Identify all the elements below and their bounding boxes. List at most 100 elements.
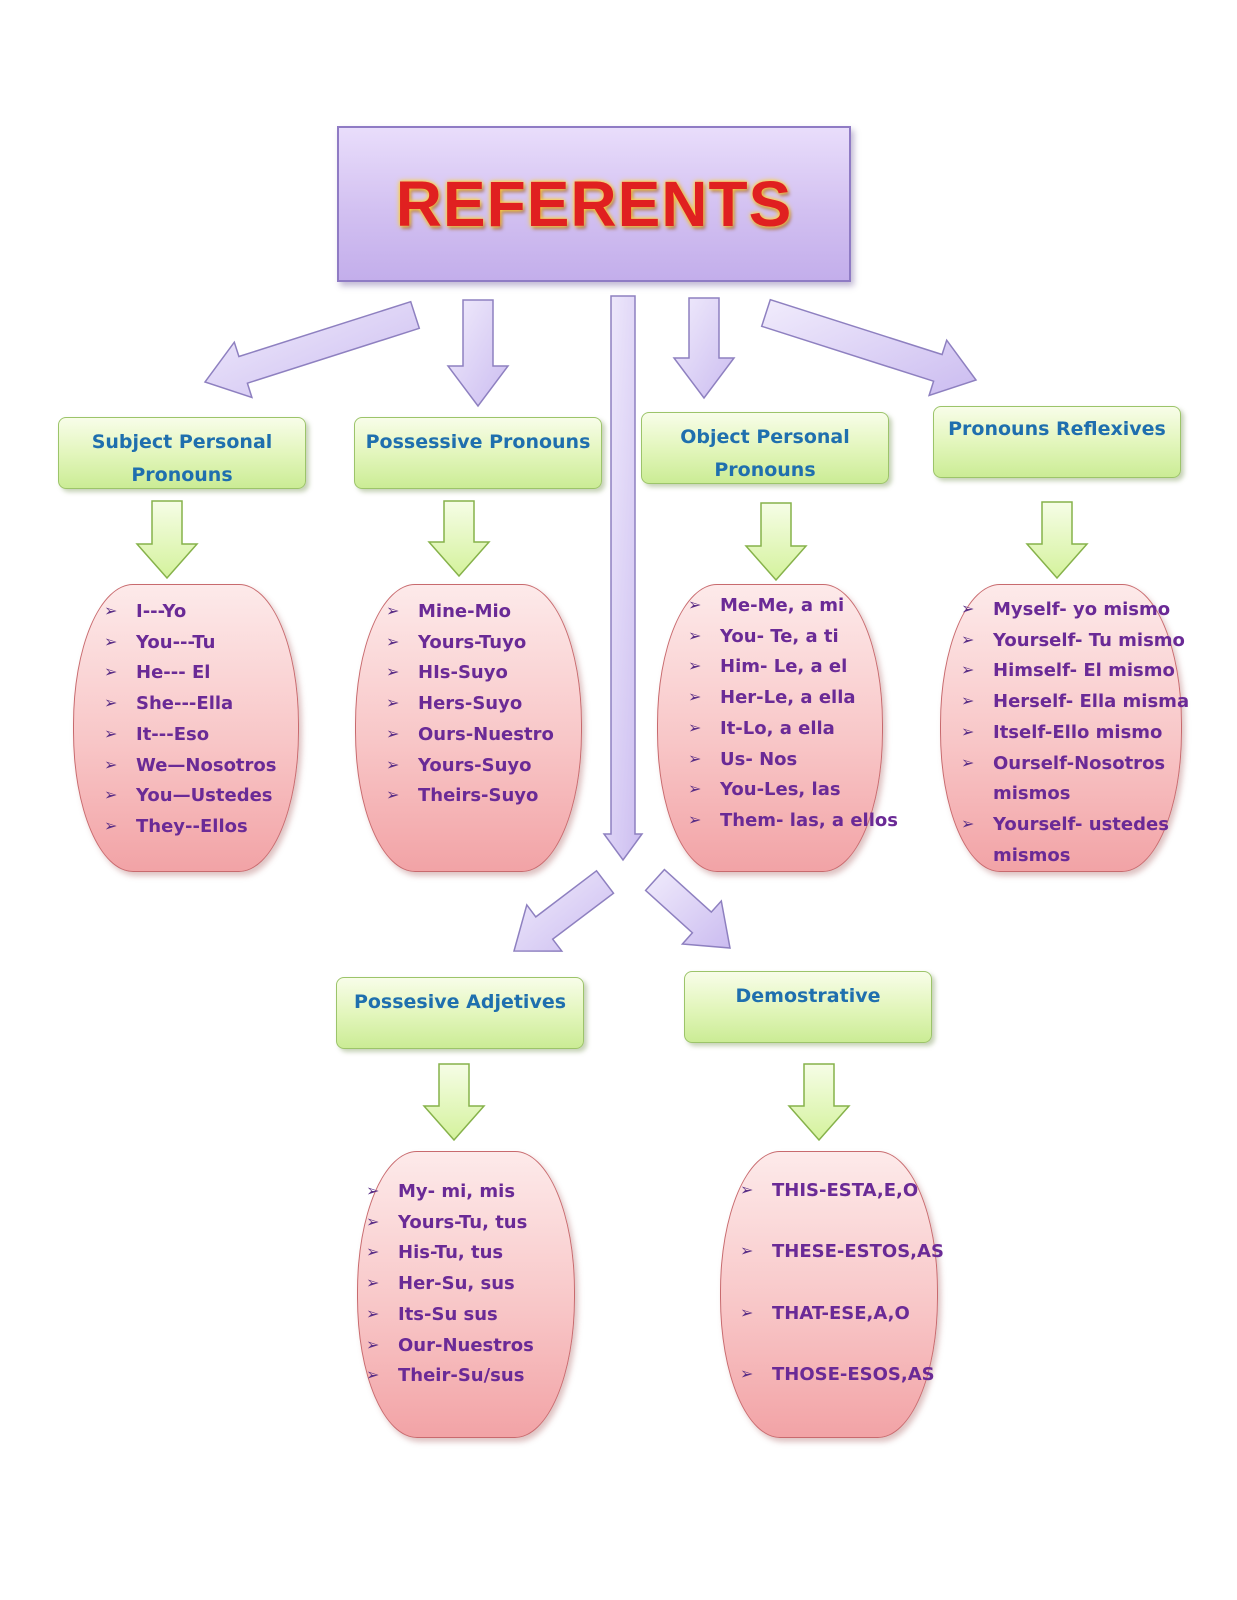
arrow-bullet-icon: ➢ [688, 809, 702, 829]
arrow-bullet-icon: ➢ [386, 693, 400, 713]
list-item: ➢Ourself-Nosotros [961, 752, 1166, 774]
list-item: ➢We—Nosotros [104, 755, 277, 776]
arrow-icon [422, 1063, 486, 1142]
list-item: ➢Their-Su/sus [366, 1365, 524, 1386]
list-item-text: Theirs-Suyo [418, 785, 539, 807]
arrow-icon [135, 500, 199, 580]
arrow-bullet-icon: ➢ [688, 595, 702, 614]
list-item: ➢ They--Ellos [104, 815, 248, 837]
list-item-text: They--Ellos [136, 815, 248, 837]
category-label-line: Object Personal [680, 426, 850, 448]
list-item: ➢THIS-ESTA,E,O [740, 1180, 919, 1201]
list-item: ➢Herself- Ella misma [961, 691, 1189, 712]
arrow-bullet-icon: ➢ [740, 1302, 754, 1322]
list-item-text: THESE-ESTOS,AS [772, 1241, 944, 1263]
list-item-text: He--- El [136, 662, 211, 684]
arrow-bullet-icon: ➢ [386, 631, 400, 651]
list-item: ➢Her-Le, a ella [688, 687, 856, 708]
arrow-bullet-icon: ➢ [688, 625, 702, 645]
arrow-icon [1025, 501, 1089, 580]
list-item-text: Him- Le, a el [720, 656, 848, 678]
list-item-text: THAT-ESE,A,O [772, 1302, 910, 1324]
list-item: ➢HIs-Suyo [386, 662, 508, 683]
arrow-icon [203, 300, 421, 399]
category-label-line: Pronouns Reflexives [948, 418, 1166, 440]
category-label-line: Pronouns [131, 464, 233, 486]
category-label-line: Possesive Adjetives [353, 991, 567, 1013]
list-item-text: Ours-Nuestro [418, 723, 554, 745]
list-item-text: Its-Su sus [398, 1303, 498, 1325]
list-item: ➢It-Lo, a ella [688, 718, 835, 739]
list-item-text: Yourself- Tu mismo [993, 629, 1185, 651]
category-label-line: Possessive Pronouns [365, 431, 591, 453]
title-box: REFERENTS [337, 126, 851, 282]
list-item: mismos [993, 845, 1070, 866]
arrow-bullet-icon: ➢ [386, 754, 400, 774]
arrow-icon [672, 297, 736, 400]
arrow-icon [644, 868, 731, 949]
list-item-text: Yours-Tuyo [418, 631, 527, 653]
list-item-text: I---Yo [136, 601, 187, 622]
arrow-bullet-icon: ➢ [688, 717, 702, 737]
list-item-text: THIS-ESTA,E,O [772, 1180, 919, 1201]
category-label-line: Pronouns [714, 459, 816, 481]
arrow-bullet-icon: ➢ [104, 693, 118, 713]
arrow-bullet-icon: ➢ [688, 748, 702, 768]
arrow-bullet-icon: ➢ [366, 1242, 380, 1262]
list-item: ➢Itself-Ello mismo [961, 721, 1163, 743]
arrow-bullet-icon: ➢ [961, 813, 975, 833]
category-possesive-adjetives: Possesive Adjetives [336, 977, 584, 1049]
list-item: ➢Our-Nuestros [366, 1334, 534, 1356]
list-subject-personal-pronouns: ➢I---Yo➢You---Tu➢He--- El➢She---Ella➢It-… [73, 584, 299, 872]
arrow-bullet-icon: ➢ [688, 687, 702, 707]
list-item-text: You---Tu [136, 631, 216, 653]
list-item-text: It---Eso [136, 723, 210, 745]
list-item: ➢Them- las, a ellos [688, 810, 898, 831]
arrow-bullet-icon: ➢ [366, 1181, 380, 1200]
list-item: ➢ It---Eso [104, 723, 210, 745]
list-item: ➢You-Les, las [688, 779, 841, 800]
arrow-icon [427, 500, 491, 578]
list-object-personal-pronouns: ➢Me-Me, a mi➢You- Te, a ti➢Him- Le, a el… [657, 584, 898, 872]
list-item-text: Mine-Mio [418, 601, 512, 622]
arrow-bullet-icon: ➢ [366, 1211, 380, 1231]
arrow-bullet-icon: ➢ [104, 723, 118, 743]
arrow-bullet-icon: ➢ [961, 660, 975, 680]
list-item-text: Ourself-Nosotros [993, 752, 1166, 774]
list-item-text: Us- Nos [720, 748, 798, 770]
category-demostrative: Demostrative [684, 971, 932, 1043]
list-item: ➢Theirs-Suyo [386, 785, 539, 807]
list-item-text: My- mi, mis [398, 1181, 516, 1202]
arrow-bullet-icon: ➢ [104, 815, 118, 835]
arrow-bullet-icon: ➢ [961, 629, 975, 649]
list-possesive-adjetives: ➢My- mi, mis➢Yours-Tu, tus➢His-Tu, tus➢H… [357, 1151, 575, 1438]
list-item: ➢Its-Su sus [366, 1303, 498, 1325]
list-item: ➢Her-Su, sus [366, 1273, 515, 1294]
arrow-icon [446, 299, 510, 408]
arrow-bullet-icon: ➢ [104, 754, 118, 774]
arrow-bullet-icon: ➢ [386, 601, 400, 620]
arrow-bullet-icon: ➢ [366, 1365, 380, 1385]
list-item: ➢Him- Le, a el [688, 656, 848, 678]
arrow-bullet-icon: ➢ [104, 631, 118, 651]
list-item-text: His-Tu, tus [398, 1242, 504, 1264]
list-item-text: Myself- yo mismo [993, 599, 1171, 620]
list-item-text: You—Ustedes [136, 785, 273, 807]
list-item: ➢She---Ella [104, 693, 233, 714]
list-item: ➢ Yours-Tuyo [386, 631, 527, 653]
list-item: ➢Yourself- ustedes [961, 814, 1169, 835]
list-item: ➢ Me-Me, a mi [688, 595, 845, 616]
list-item: ➢ Himself- El mismo [961, 660, 1175, 682]
arrow-bullet-icon: ➢ [688, 779, 702, 799]
list-item-text: Me-Me, a mi [720, 595, 845, 616]
list-item: ➢ My- mi, mis [366, 1181, 516, 1202]
list-item-text: Itself-Ello mismo [993, 721, 1163, 743]
list-item: mismos [993, 783, 1070, 804]
arrow-bullet-icon: ➢ [961, 691, 975, 711]
list-item-text: Himself- El mismo [993, 660, 1175, 682]
arrow-icon [744, 502, 808, 582]
list-item: ➢Yours-Tu, tus [366, 1212, 527, 1233]
list-item-text: Our-Nuestros [398, 1334, 534, 1356]
